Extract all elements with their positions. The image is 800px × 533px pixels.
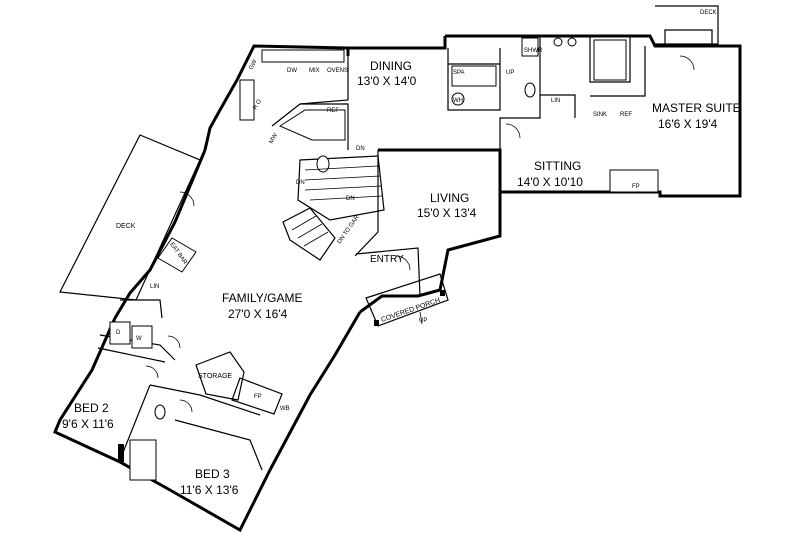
porch-post-right	[440, 290, 445, 296]
family-game-size: 27'0 X 16'4	[228, 307, 288, 321]
master-suite-name: MASTER SUITE	[652, 101, 741, 115]
eat-bar	[157, 237, 197, 273]
ovens-label: OVENS	[327, 68, 348, 74]
bed3-size: 11'6 X 13'6	[180, 483, 239, 497]
bed2-name: BED 2	[74, 401, 109, 415]
deck-door-swing-left	[179, 191, 195, 207]
stairs	[291, 165, 383, 247]
sitting-size: 14'0 X 10'10	[517, 175, 583, 189]
storage-name: STORAGE	[198, 373, 232, 380]
exterior-walls	[53, 34, 742, 533]
fp-family-label: FP	[254, 394, 262, 400]
bed2-closet-wall	[118, 444, 124, 462]
deck-left-name: DECK	[116, 223, 136, 230]
interior-walls	[97, 36, 646, 471]
r-o-label: R O	[253, 98, 264, 111]
kitchen-counter-left	[239, 79, 255, 121]
spa-tub	[451, 65, 497, 87]
lin-hall-label: LIN	[150, 284, 159, 290]
room-labels: DINING 13'0 X 14'0 MASTER SUITE 16'6 X 1…	[62, 10, 741, 497]
deck-top	[655, 5, 719, 45]
kitchen-island	[278, 109, 346, 141]
covered-porch	[365, 273, 449, 327]
living-size: 15'0 X 13'4	[417, 206, 477, 220]
kitchen-counter-top	[261, 49, 345, 63]
toilet-powder	[316, 155, 330, 173]
fixtures	[109, 37, 659, 481]
dryer	[109, 321, 131, 345]
family-game-name: FAMILY/GAME	[222, 291, 302, 305]
master-bathtub	[593, 39, 627, 81]
mix-label: MIX	[309, 68, 320, 74]
washer-label: W	[136, 336, 142, 342]
wb-label: WB	[280, 406, 290, 412]
dn-2-label: DN	[296, 180, 305, 186]
bed3-name: BED 3	[195, 467, 230, 481]
porch-post-left	[374, 320, 379, 326]
ref-kitchen-label: REF	[327, 108, 339, 114]
toilet-bath	[154, 404, 166, 420]
entry-name: ENTRY	[370, 254, 404, 265]
dn-1-label: DN	[356, 146, 365, 152]
dw-label: DW	[287, 68, 297, 74]
deck-top-name: DECK	[700, 10, 717, 16]
wh-label: WH	[453, 98, 463, 104]
deck-door-swing	[679, 55, 695, 71]
master-suite-size: 16'6 X 19'4	[658, 117, 718, 131]
bed2-door-swing	[145, 365, 159, 379]
sink-label: SINK	[593, 112, 607, 118]
bed3-door-swing	[179, 399, 193, 413]
fp-master-label: FP	[632, 184, 640, 190]
dining-size: 13'0 X 14'0	[357, 74, 417, 88]
bed2-bathtub	[129, 439, 157, 481]
washer	[131, 325, 153, 349]
entry-door-swing	[395, 255, 411, 271]
deck-left	[59, 134, 201, 301]
water-heater	[451, 92, 465, 106]
spa-label: SPA	[453, 70, 465, 76]
sitting-door-swing	[505, 123, 521, 139]
covered-porch-name: COVERED PORCH	[380, 297, 441, 324]
toilet-master	[524, 82, 536, 98]
sink-2	[567, 37, 577, 47]
dining-name: DINING	[370, 59, 412, 73]
laundry-door-swing	[167, 335, 181, 349]
up-porch-label: UP	[419, 318, 427, 324]
sitting-name: SITTING	[534, 159, 581, 173]
dryer-label: D	[116, 330, 121, 336]
ref-master-label: REF	[620, 112, 632, 118]
dn-3-label: DN	[346, 196, 355, 202]
shwr-label: SHWR	[524, 48, 543, 54]
gw-label: GW	[248, 59, 258, 71]
living-name: LIVING	[430, 191, 469, 205]
sink-1	[553, 37, 563, 47]
up-spa-label: UP	[506, 70, 514, 76]
master-fireplace	[609, 169, 659, 193]
dn-to-gar-label: DN TO GAR	[337, 214, 361, 245]
doors	[145, 55, 695, 413]
lin-master-label: LIN	[551, 98, 560, 104]
mw-label: MW	[269, 132, 280, 145]
bed2-size: 9'6 X 11'6	[62, 417, 114, 431]
shower	[521, 37, 539, 57]
